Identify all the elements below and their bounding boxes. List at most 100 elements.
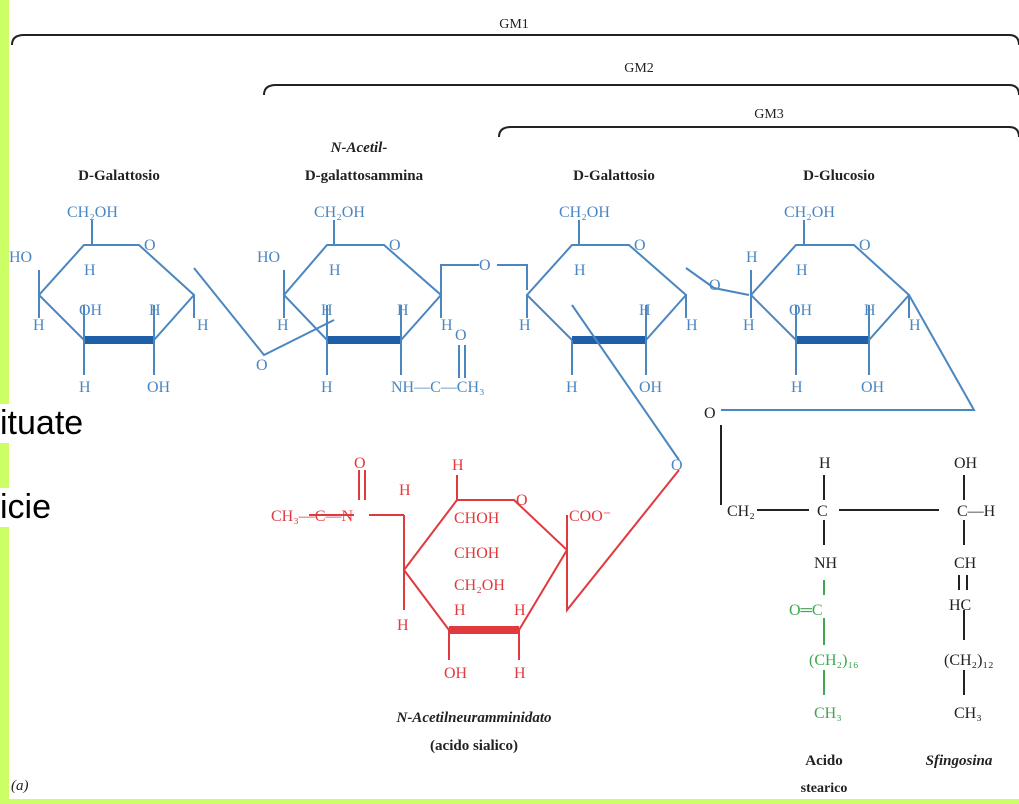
gm3-label: GM3 xyxy=(754,107,784,122)
caption-neuraminidato: N-Acetilneuramminidato xyxy=(395,710,551,726)
cer-nh: NH xyxy=(814,555,838,572)
header-acetil-line1: N-Acetil- xyxy=(330,140,388,156)
link-3-4-o: O xyxy=(709,277,721,294)
sia-coo: COO⁻ xyxy=(569,508,611,525)
r3-h-top: H xyxy=(574,262,586,279)
sia-h-mid2: H xyxy=(514,602,526,619)
sia-oh-bottom: OH xyxy=(444,665,468,682)
r4-ch2oh: CH₂OH xyxy=(784,204,835,221)
caption-sialico: (acido sialico) xyxy=(430,738,518,754)
r1-oh-bottom: OH xyxy=(147,379,171,396)
ceramide-backbone xyxy=(720,425,968,695)
cer-c-right: C—H xyxy=(957,503,996,520)
r4-o: O xyxy=(859,237,871,254)
r1-h-left: H xyxy=(33,317,45,334)
ring-galattosio-2 xyxy=(525,220,688,461)
r2-acetyl-o: O xyxy=(455,327,467,344)
r2-h-mid2: H xyxy=(397,302,409,319)
sia-choh-1: CHOH xyxy=(454,510,500,527)
sia-h-top: H xyxy=(452,457,464,474)
cer-ch2: CH₂ xyxy=(727,503,755,520)
r1-h-bottom: H xyxy=(79,379,91,396)
stearic-ch3: CH₃ xyxy=(814,705,842,722)
cer-h: H xyxy=(819,455,831,472)
r3-oh-bottom: OH xyxy=(639,379,663,396)
r1-oh-mid: OH xyxy=(79,302,103,319)
link-3-4 xyxy=(685,267,750,296)
r2-h-left: H xyxy=(277,317,289,334)
cer-oh: OH xyxy=(954,455,978,472)
link-2-3-o: O xyxy=(479,257,491,274)
r2-acetyl-double xyxy=(458,345,466,378)
header-galattosio-1: D-Galattosio xyxy=(78,168,160,184)
r2-ch2oh: CH₂OH xyxy=(314,204,365,221)
diagram-canvas: GM1 GM2 GM3 D-Galattosio N-Acetil- D-gal… xyxy=(9,0,1019,799)
r1-h-top: H xyxy=(84,262,96,279)
r3-h-right: H xyxy=(686,317,698,334)
r2-h-top: H xyxy=(329,262,341,279)
sia-h-bottom: H xyxy=(514,665,526,682)
caption-sfingosina: Sfingosina xyxy=(926,753,993,769)
header-galattosio-2: D-Galattosio xyxy=(573,168,655,184)
ring-sialic-acid xyxy=(309,469,680,660)
panel-label: (a) xyxy=(11,778,29,794)
gm1-bracket xyxy=(11,34,1019,46)
stearic-o-eq-c: O═C xyxy=(789,602,823,619)
cer-ch2-12: (CH₂)₁₂ xyxy=(944,652,994,669)
r2-h-mid: H xyxy=(321,302,333,319)
link-2-3 xyxy=(497,264,528,290)
gm3-bracket xyxy=(498,126,1019,138)
r4-h-bottom: H xyxy=(791,379,803,396)
r4-h-leftup: H xyxy=(746,249,758,266)
sia-h-left: H xyxy=(397,617,409,634)
r3-o: O xyxy=(634,237,646,254)
r4-oh-mid: OH xyxy=(789,302,813,319)
sia-n-h: H xyxy=(399,482,411,499)
r2-o: O xyxy=(389,237,401,254)
cer-ch3-right: CH₃ xyxy=(954,705,982,722)
r4-h-mid: H xyxy=(864,302,876,319)
ring-acetilgalattosammina xyxy=(282,220,479,375)
r4-oh-bottom: OH xyxy=(861,379,885,396)
ganglioside-structure: GM1 GM2 GM3 D-Galattosio N-Acetil- D-gal… xyxy=(9,17,1019,796)
gm1-label: GM1 xyxy=(499,17,529,32)
r4-h-top: H xyxy=(796,262,808,279)
r4-h-left: H xyxy=(743,317,755,334)
r1-o: O xyxy=(144,237,156,254)
sia-choh-2: CHOH xyxy=(454,545,500,562)
cer-hc: HC xyxy=(949,597,971,614)
ring-galattosio-1 xyxy=(37,220,196,375)
r1-ho: HO xyxy=(9,249,32,266)
r2-h-right: H xyxy=(441,317,453,334)
r1-h-mid: H xyxy=(149,302,161,319)
cer-ch: CH xyxy=(954,555,977,572)
sia-h-mid1: H xyxy=(454,602,466,619)
header-glucosio: D-Glucosio xyxy=(803,168,875,184)
r3-sialic-o: O xyxy=(671,457,683,474)
r2-ho: HO xyxy=(257,249,280,266)
gm2-bracket xyxy=(263,84,1019,96)
r2-h-bottom: H xyxy=(321,379,333,396)
r4-h-right: H xyxy=(909,317,921,334)
sia-ch3-c-n: CH₃—C—N xyxy=(271,508,353,525)
r3-ch2oh: CH₂OH xyxy=(559,204,610,221)
link-1-2-o: O xyxy=(256,357,268,374)
caption-stearico: stearico xyxy=(801,781,848,796)
ring-glucosio xyxy=(721,220,976,411)
r3-h-bottom: H xyxy=(566,379,578,396)
cer-c-left: C xyxy=(817,503,828,520)
r1-ch2oh: CH₂OH xyxy=(67,204,118,221)
gm2-label: GM2 xyxy=(624,61,654,76)
stearic-ch2-16: (CH₂)₁₆ xyxy=(809,652,859,669)
ceramide-o: O xyxy=(704,405,716,422)
r1-h-right: H xyxy=(197,317,209,334)
sia-o-ring: O xyxy=(516,492,528,509)
header-acetil-line2: D-galattosammina xyxy=(305,168,424,184)
r3-h-mid: H xyxy=(639,302,651,319)
caption-acido: Acido xyxy=(805,753,843,769)
sia-ch2oh: CH₂OH xyxy=(454,577,505,594)
sia-acetyl-o: O xyxy=(354,455,366,472)
link-1-2 xyxy=(193,267,335,357)
r3-h-left: H xyxy=(519,317,531,334)
r2-nh-acetyl: NH—C—CH₃ xyxy=(391,379,485,396)
